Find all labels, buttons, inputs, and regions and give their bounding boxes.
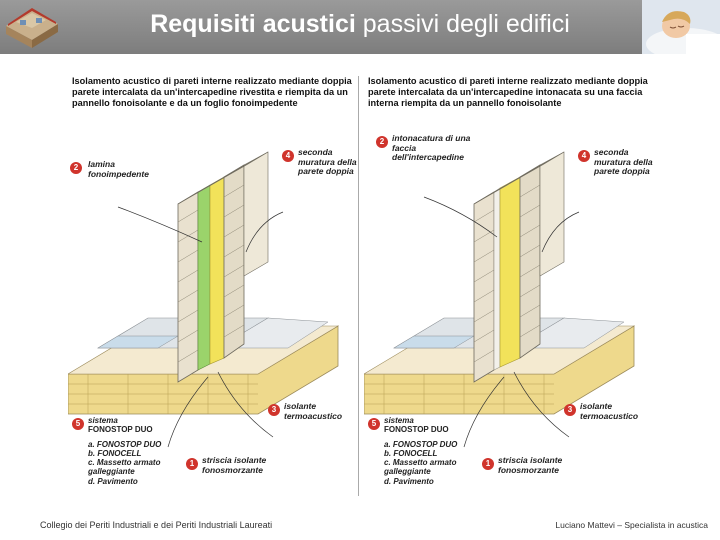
callout-second-wall-label: seconda muratura della parete doppia: [594, 147, 653, 176]
layer-d: d. Pavimento: [88, 477, 138, 486]
layer-b: b. FONOCELL: [384, 449, 438, 458]
house-logo-icon: [6, 8, 58, 48]
callout-number-3: 3: [564, 404, 576, 416]
left-wall-illustration: [68, 151, 340, 448]
system-label: sistema: [384, 416, 414, 425]
title-rest: passivi degli edifici: [355, 10, 570, 38]
footer-organization: Collegio dei Periti Industriali e dei Pe…: [40, 520, 273, 530]
layer-c: c. Massetto armato galleggiante: [384, 458, 457, 476]
callout-plaster-label: intonacatura di una faccia dell'intercap…: [392, 133, 471, 162]
callout-number-3: 3: [268, 404, 280, 416]
callout-foil-label: lamina fonoimpedente: [88, 159, 149, 179]
title-bold: Requisiti acustici: [150, 10, 356, 38]
header-bar: Requisiti acustici passivi degli edifici: [0, 0, 720, 54]
callout-number-5: 5: [368, 418, 380, 430]
callout-second-wall-label: seconda muratura della parete doppia: [298, 147, 357, 176]
callout-number-2: 2: [70, 162, 82, 174]
system-name: FONOSTOP DUO: [384, 425, 449, 434]
callout-insulation-label: isolante termoacustico: [284, 401, 343, 421]
layer-a: a. FONOSTOP DUO: [384, 440, 458, 449]
callout-insulation-label: isolante termoacustico: [580, 401, 639, 421]
callout-number-4: 4: [578, 150, 590, 162]
right-panel: Isolamento acustico di pareti interne re…: [364, 76, 654, 496]
right-caption: Isolamento acustico di pareti interne re…: [368, 76, 648, 108]
panel-divider: [358, 76, 359, 496]
callout-number-4: 4: [282, 150, 294, 162]
layer-d: d. Pavimento: [384, 477, 434, 486]
footer-author: Luciano Mattevi – Specialista in acustic…: [555, 520, 708, 530]
callout-number-2: 2: [376, 136, 388, 148]
layer-b: b. FONOCELL: [88, 449, 142, 458]
callout-number-1: 1: [186, 458, 198, 470]
callout-strip-label: striscia isolante fonosmorzante: [202, 455, 267, 475]
callout-number-1: 1: [482, 458, 494, 470]
sleeping-child-photo: [642, 0, 720, 54]
right-wall-illustration: [364, 151, 636, 448]
page-title: Requisiti acustici passivi degli edifici: [0, 10, 720, 39]
callout-strip-label: striscia isolante fonosmorzante: [498, 455, 563, 475]
system-name: FONOSTOP DUO: [88, 425, 153, 434]
left-caption: Isolamento acustico di pareti interne re…: [72, 76, 352, 108]
layer-a: a. FONOSTOP DUO: [88, 440, 162, 449]
callout-number-5: 5: [72, 418, 84, 430]
left-panel: Isolamento acustico di pareti interne re…: [68, 76, 358, 496]
layer-c: c. Massetto armato galleggiante: [88, 458, 161, 476]
system-label: sistema: [88, 416, 118, 425]
